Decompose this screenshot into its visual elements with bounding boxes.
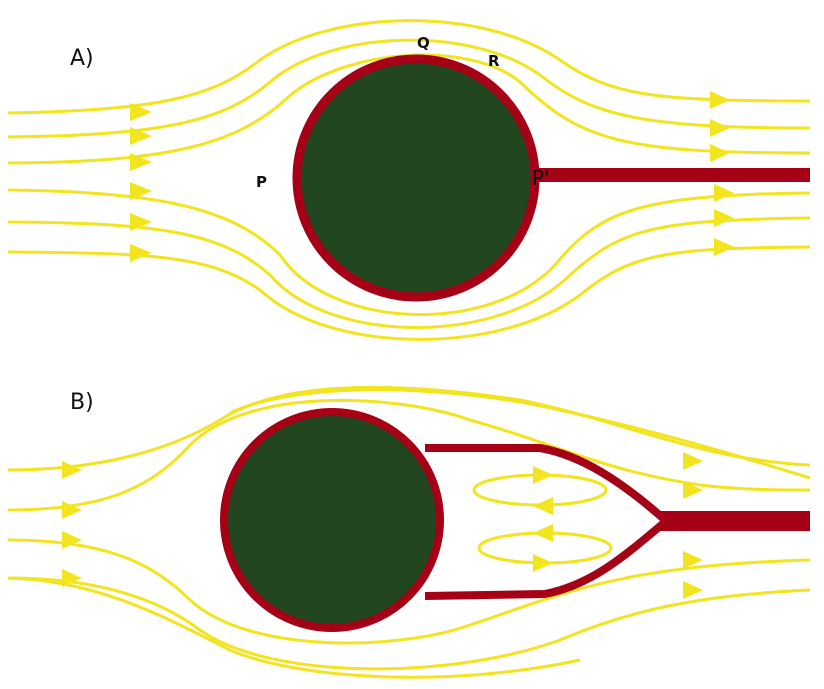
arrow-icon	[130, 153, 152, 171]
panel-a-cylinder	[292, 54, 540, 302]
arrow-icon	[710, 144, 730, 162]
arrow-icon	[130, 213, 152, 231]
panel-b-label: B)	[70, 390, 94, 415]
arrow-icon	[683, 581, 703, 599]
arrow-icon	[62, 531, 82, 549]
panel-a-wake-line	[535, 168, 810, 182]
arrow-icon	[62, 461, 82, 479]
point-q-label: Q	[417, 34, 430, 52]
panel-b-shear-layer-bottom	[424, 518, 668, 600]
arrow-icon	[130, 244, 152, 262]
arrow-icon	[683, 452, 703, 470]
arrow-icon	[533, 497, 553, 515]
arrow-icon	[683, 481, 703, 499]
arrow-icon	[710, 91, 730, 109]
arrow-icon	[130, 182, 152, 200]
arrow-icon	[62, 501, 82, 519]
arrow-icon	[714, 209, 734, 227]
panel-b-arrows	[62, 452, 703, 599]
panel-a-arrows	[130, 91, 734, 262]
arrow-icon	[710, 119, 730, 137]
point-p-prime-label: P'	[532, 166, 550, 190]
arrow-icon	[533, 554, 553, 572]
arrow-icon	[130, 103, 152, 121]
point-r-label: R	[488, 52, 500, 70]
panel-b-vortices	[472, 466, 613, 572]
arrow-icon	[683, 551, 703, 569]
panel-b-streamlines	[7, 385, 811, 679]
arrow-icon	[130, 127, 152, 145]
arrow-icon	[533, 524, 553, 542]
arrow-icon	[62, 569, 82, 587]
panel-b-wake-line	[660, 511, 810, 531]
point-p-label: P	[256, 173, 267, 191]
panel-b-shear-layer-top	[425, 444, 668, 523]
arrow-icon	[714, 184, 734, 202]
arrow-icon	[714, 238, 734, 256]
panel-a-label: A)	[70, 46, 94, 71]
arrow-icon	[533, 466, 553, 484]
panel-b-cylinder	[220, 408, 444, 632]
